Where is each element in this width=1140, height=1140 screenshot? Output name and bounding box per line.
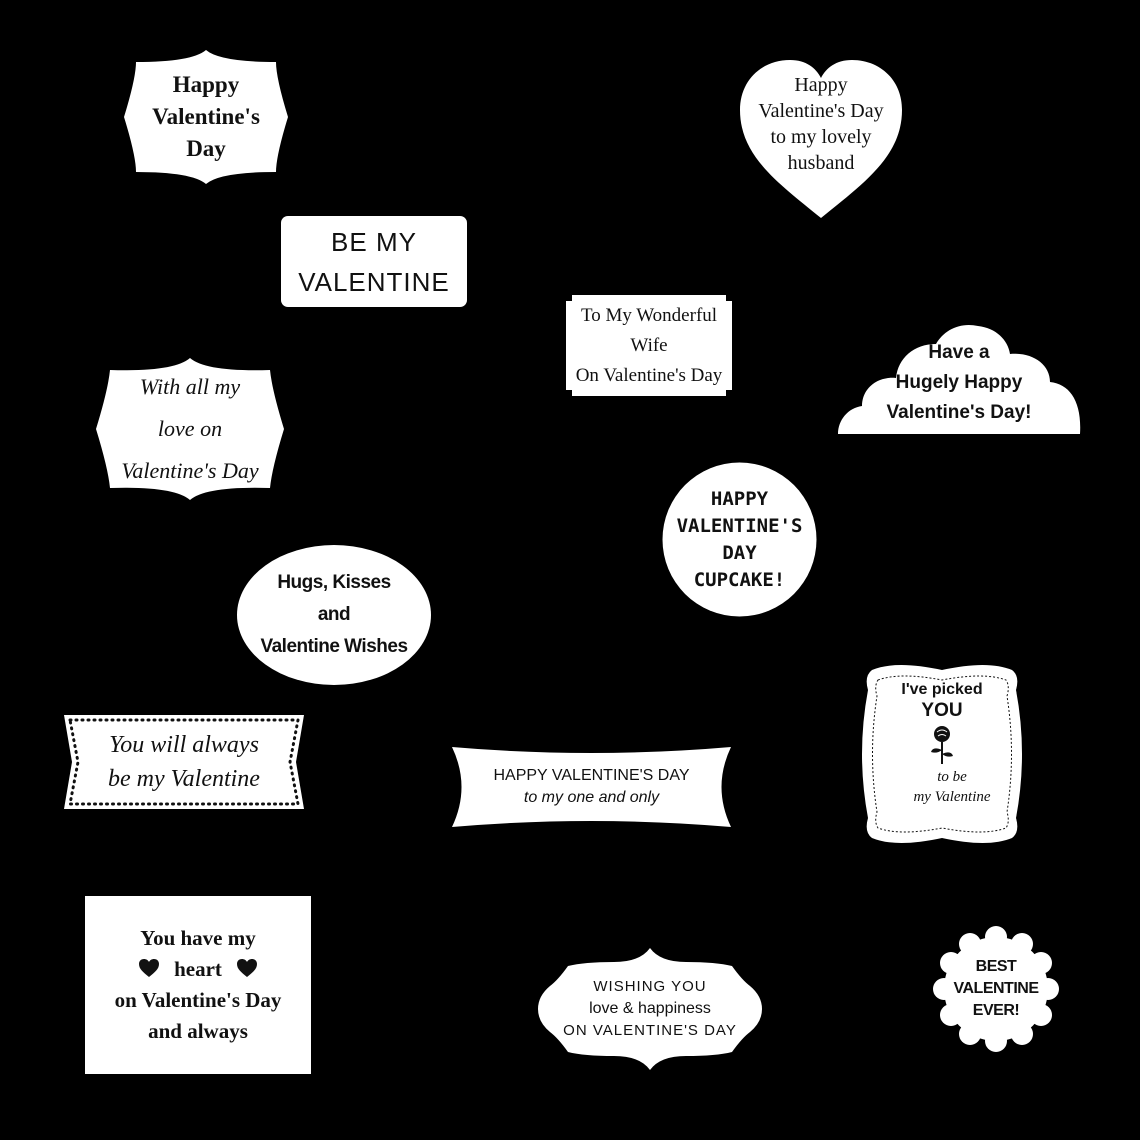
label-line: With all my: [139, 374, 241, 399]
label-wonderful-wife: To My Wonderful Wife On Valentine's Day: [566, 295, 732, 396]
scalloped-circle-shape: [933, 926, 1059, 1052]
oval-shape: [237, 545, 431, 685]
label-line: my Valentine: [913, 789, 991, 805]
label-line: EVER!: [972, 1002, 1020, 1019]
label-line: HAPPY VALENTINE'S DAY: [493, 767, 690, 784]
label-line: heart: [174, 957, 222, 981]
label-line: CUPCAKE!: [693, 568, 786, 591]
label-cupcake: HAPPY VALENTINE'S DAY CUPCAKE!: [662, 462, 817, 617]
label-line: Wife: [630, 334, 668, 356]
label-line: YOU: [921, 700, 963, 721]
label-line: and always: [148, 1019, 248, 1043]
heart-icon: [236, 959, 257, 977]
rose-icon: [931, 726, 953, 764]
lace-banner-shape: [64, 715, 304, 809]
label-one-and-only: HAPPY VALENTINE'S DAY to my one and only: [450, 745, 733, 829]
label-line: ON VALENTINE'S DAY: [563, 1022, 737, 1039]
heart-line: heart: [138, 954, 258, 985]
heart-shape: [740, 60, 902, 218]
curved-banner-shape: [452, 747, 731, 827]
label-line: and: [317, 604, 351, 625]
rectangle-shape: [85, 896, 311, 1074]
label-you-have-my-heart: You have my heart on Valentine's Day and…: [85, 896, 311, 1074]
label-line: You will always: [109, 732, 259, 758]
label-line: Valentine's Day!: [886, 402, 1032, 423]
cloud-shape: [838, 324, 1081, 434]
label-hugs-kisses: Hugs, Kisses and Valentine Wishes: [236, 544, 432, 686]
label-line: Happy: [794, 74, 848, 96]
label-line: Day: [186, 136, 226, 161]
label-line: You have my: [140, 926, 256, 950]
label-line: To My Wonderful: [580, 304, 718, 326]
label-line: to my one and only: [523, 789, 660, 806]
label-line: Valentine's Day: [121, 458, 259, 483]
label-be-my-valentine: BE MY VALENTINE: [281, 216, 467, 307]
label-line: Hugely Happy: [895, 372, 1023, 393]
label-happy-valentines-day: Happy Valentine's Day: [122, 48, 290, 186]
label-line: Hugs, Kisses: [277, 572, 391, 593]
label-line: love & happiness: [589, 1000, 711, 1017]
label-picked-you: I've picked YOU to be my Valentine: [856, 660, 1028, 848]
label-line: DAY: [722, 541, 757, 564]
label-line: I've picked: [901, 681, 983, 698]
notched-rectangle-shape: [566, 295, 732, 396]
bracket-frame-shape: [124, 50, 288, 184]
label-line: to my lovely: [770, 126, 872, 148]
label-line: VALENTINE: [298, 266, 450, 297]
label-hugely-happy: Have a Hugely Happy Valentine's Day!: [836, 322, 1082, 434]
label-line: BEST: [975, 958, 1017, 975]
label-line: HAPPY: [710, 487, 769, 510]
label-line: to be: [937, 769, 967, 785]
rounded-rectangle-shape: [281, 216, 467, 307]
label-best-valentine: BEST VALENTINE EVER!: [933, 926, 1059, 1052]
label-line: Valentine Wishes: [260, 636, 408, 657]
label-line: Valentine's: [152, 104, 260, 129]
label-line: WISHING YOU: [593, 978, 707, 995]
label-line: BE MY: [331, 226, 417, 257]
ornate-frame-shape: [538, 948, 762, 1070]
circle-shape: [662, 462, 817, 617]
label-line: be my Valentine: [108, 766, 260, 792]
label-line: on Valentine's Day: [114, 988, 282, 1012]
label-line: VALENTINE'S: [676, 514, 803, 537]
heart-icon: [139, 959, 160, 977]
label-line: husband: [787, 152, 855, 174]
bracket-frame-shape: [96, 358, 284, 500]
label-line: VALENTINE: [953, 980, 1039, 997]
label-line: Valentine's Day: [758, 100, 884, 122]
label-line: On Valentine's Day: [575, 364, 723, 386]
label-heart-husband: Happy Valentine's Day to my lovely husba…: [738, 58, 904, 220]
label-line: love on: [157, 416, 223, 441]
label-line: Have a: [928, 342, 990, 363]
label-wishing-you: WISHING YOU love & happiness ON VALENTIN…: [536, 946, 764, 1072]
label-with-all-my-love: With all my love on Valentine's Day: [94, 356, 286, 502]
label-line: Happy: [172, 72, 240, 97]
label-you-will-always: You will always be my Valentine: [60, 713, 308, 811]
